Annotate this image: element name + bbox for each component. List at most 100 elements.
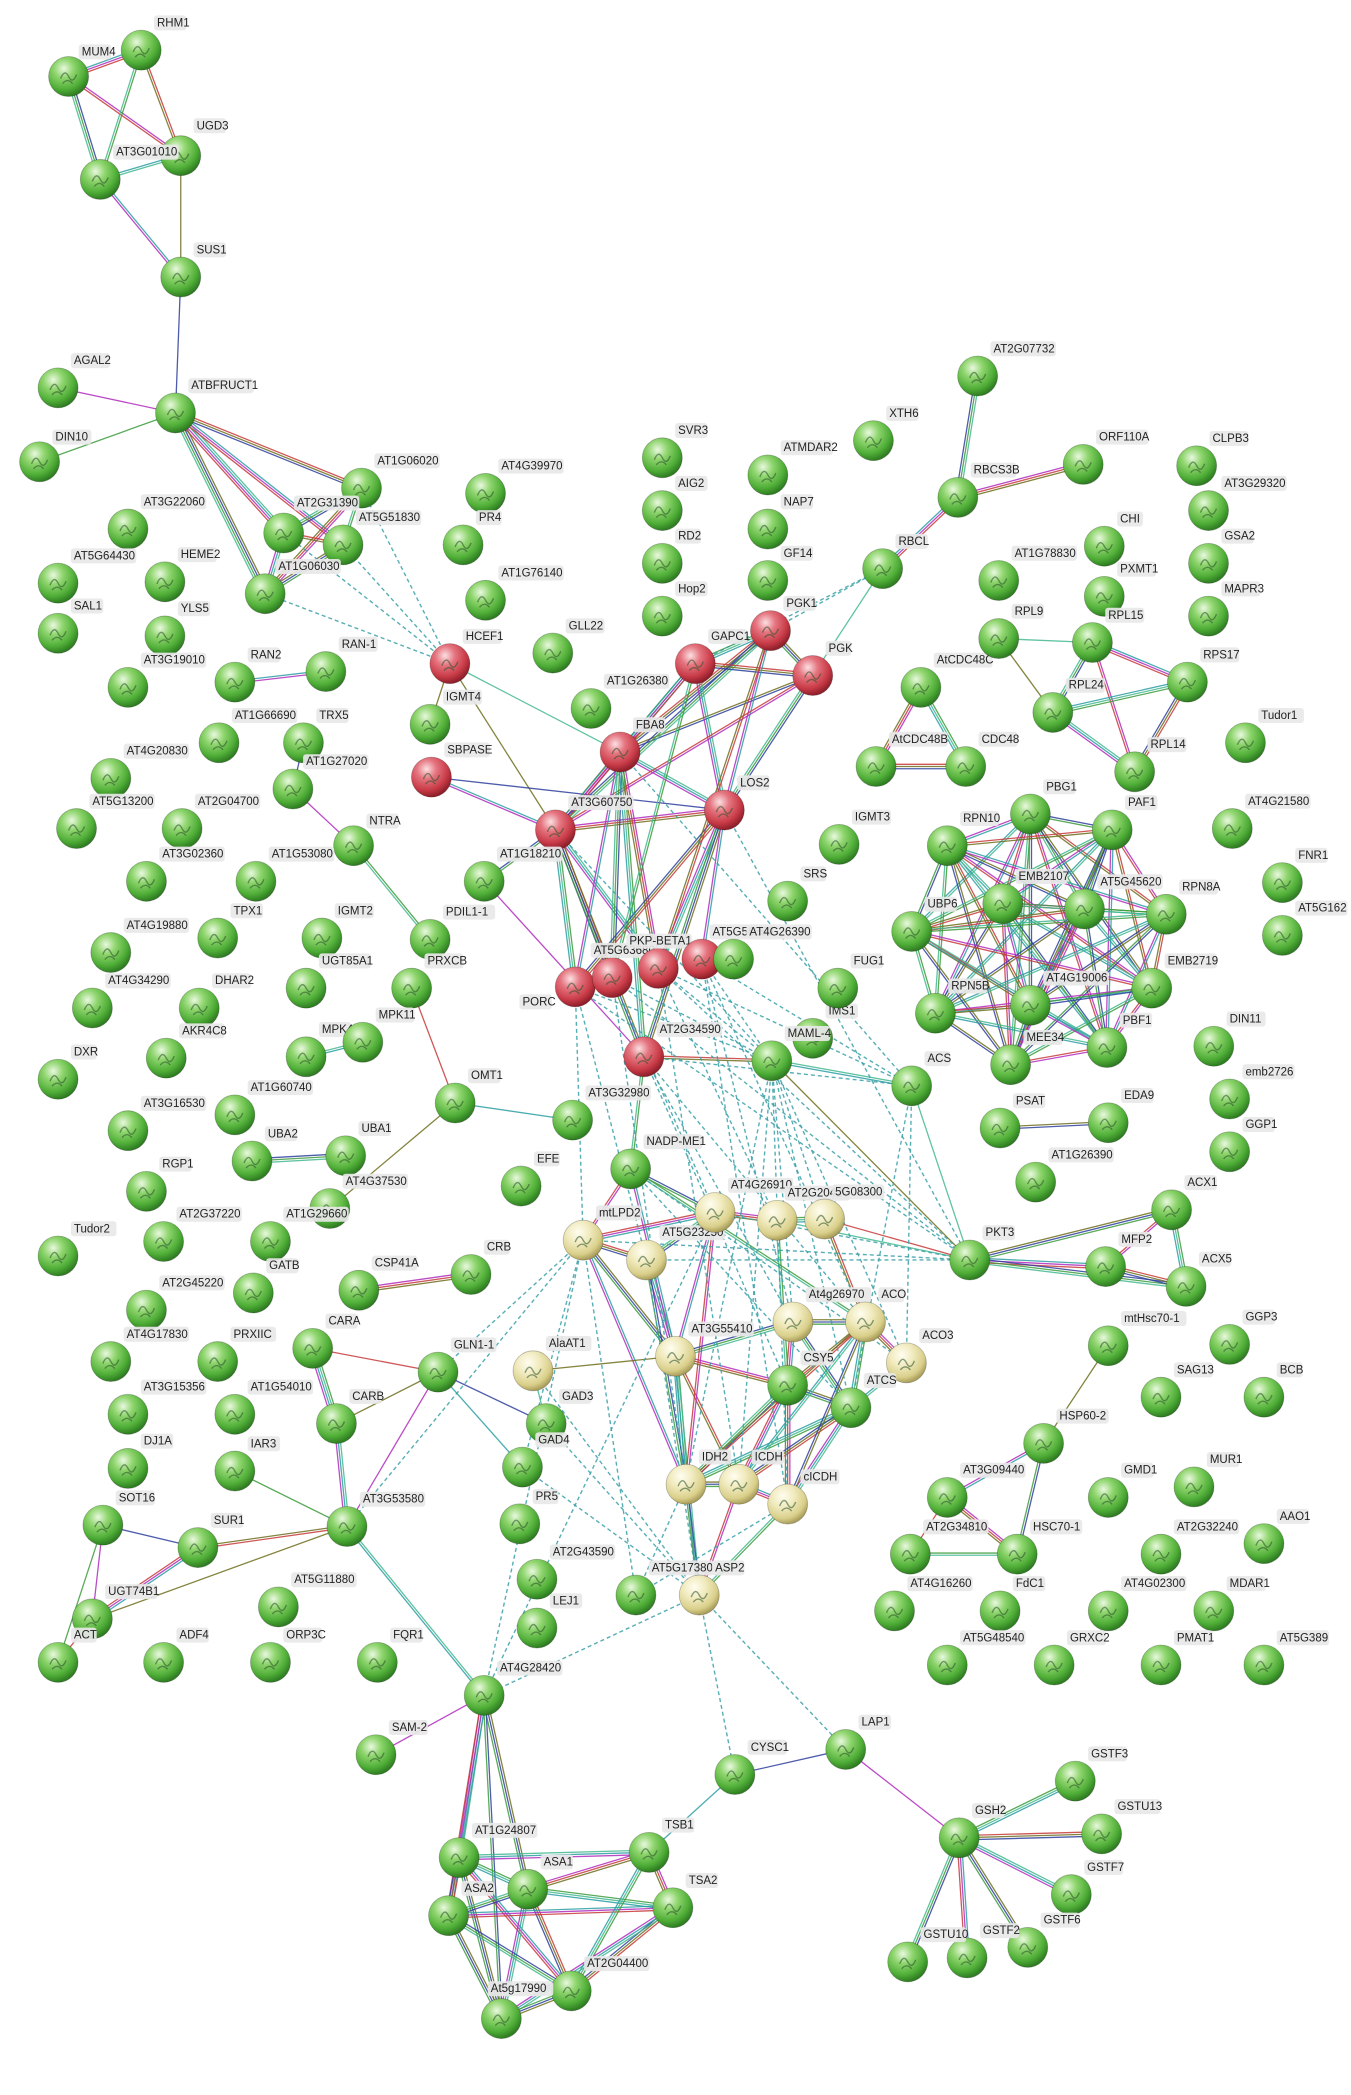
node-idh2[interactable]: IDH2 xyxy=(665,1449,732,1505)
node-at1g66690[interactable]: AT1G66690 xyxy=(198,708,298,764)
node-csy5[interactable]: CSY5 xyxy=(767,1350,834,1406)
node-at5g17990[interactable]: At5g17990 xyxy=(480,1981,554,2039)
node-ntra[interactable]: NTRA xyxy=(333,813,401,867)
node-gstu10[interactable]: GSTU10 xyxy=(887,1927,969,1983)
node-emb2726[interactable]: emb2726 xyxy=(1209,1064,1295,1120)
node-eda9[interactable]: EDA9 xyxy=(1087,1088,1154,1144)
node-at1g06030[interactable]: AT1G06030 xyxy=(244,558,341,615)
node-at1g26380[interactable]: AT1G26380 xyxy=(570,673,670,729)
node-at2g34810[interactable]: AT2G34810 xyxy=(889,1519,989,1575)
node-carb[interactable]: CARB xyxy=(316,1388,385,1444)
node-lap1[interactable]: LAP1 xyxy=(825,1714,891,1770)
node-gln11[interactable]: GLN1-1 xyxy=(417,1337,497,1393)
node-at3g16530[interactable]: AT3G16530 xyxy=(107,1095,207,1152)
node-at5g48540[interactable]: AT5G48540 xyxy=(926,1630,1026,1686)
node-fug1[interactable]: FUG1 xyxy=(817,953,885,1009)
node-gstf3[interactable]: GSTF3 xyxy=(1054,1746,1128,1802)
node-at1g78830[interactable]: AT1G78830 xyxy=(978,545,1077,601)
node-asa1[interactable]: ASA1 xyxy=(507,1854,573,1910)
node-gstf6[interactable]: GSTF6 xyxy=(1007,1912,1081,1968)
node-gstf7[interactable]: GSTF7 xyxy=(1050,1859,1124,1915)
node-at2g04700[interactable]: AT2G04700 xyxy=(161,793,261,849)
node-at4g26970[interactable]: At4g26970 xyxy=(772,1287,872,1343)
node-mur1[interactable]: MUR1 xyxy=(1173,1452,1242,1508)
node-pr5[interactable]: PR5 xyxy=(499,1489,559,1545)
node-at3g01010[interactable]: AT3G01010 xyxy=(79,144,179,200)
node-mpk4[interactable]: MPK4 xyxy=(285,1022,354,1078)
node-at1g26390[interactable]: AT1G26390 xyxy=(1015,1147,1114,1203)
node-at2g45220[interactable]: AT2G45220 xyxy=(126,1275,225,1331)
node-svr3[interactable]: SVR3 xyxy=(641,423,708,479)
node-icdh[interactable]: ICDH xyxy=(718,1449,785,1505)
node-at1g53080[interactable]: AT1G53080 xyxy=(235,846,335,902)
node-acx5[interactable]: ACX5 xyxy=(1165,1251,1232,1307)
node-pr4[interactable]: PR4 xyxy=(442,510,502,566)
node-emb2107[interactable]: EMB2107 xyxy=(982,868,1069,925)
node-mum4[interactable]: MUM4 xyxy=(48,44,117,97)
node-grxc2[interactable]: GRXC2 xyxy=(1033,1630,1110,1686)
node-rpl14[interactable]: RPL14 xyxy=(1114,737,1187,793)
node-at1g27020[interactable]: AT1G27020 xyxy=(272,754,369,810)
node-pmat1[interactable]: PMAT1 xyxy=(1140,1630,1214,1686)
node-lej1[interactable]: LEJ1 xyxy=(516,1593,583,1649)
node-at5g11880[interactable]: AT5G11880 xyxy=(257,1572,357,1628)
node-agal2[interactable]: AGAL2 xyxy=(37,353,111,409)
node-atcs[interactable]: ATCS xyxy=(830,1372,897,1429)
node-ggp1[interactable]: GGP1 xyxy=(1209,1117,1278,1173)
node-at5g64430[interactable]: AT5G64430 xyxy=(37,548,137,604)
node-ran2[interactable]: RAN2 xyxy=(214,647,282,703)
node-rps17[interactable]: RPS17 xyxy=(1167,647,1240,703)
node-omt1[interactable]: OMT1 xyxy=(434,1068,503,1124)
node-sur1[interactable]: SUR1 xyxy=(177,1512,245,1568)
node-acs[interactable]: ACS xyxy=(891,1051,952,1107)
node-at2g32240[interactable]: AT2G32240 xyxy=(1140,1519,1240,1575)
node-at2g43590[interactable]: AT2G43590 xyxy=(516,1544,616,1600)
node-at3g32980[interactable]: AT3G32980 xyxy=(552,1085,651,1141)
node-at4g26910[interactable]: AT4G26910 xyxy=(694,1177,794,1233)
node-cara[interactable]: CARA xyxy=(292,1313,361,1369)
node-at3g09440[interactable]: AT3G09440 xyxy=(926,1462,1026,1518)
node-dj1a[interactable]: DJ1A xyxy=(107,1433,174,1489)
node-gstu13[interactable]: GSTU13 xyxy=(1081,1799,1163,1855)
node-pdil11[interactable]: PDIL1-1 xyxy=(409,904,496,960)
node-psat[interactable]: PSAT xyxy=(979,1093,1046,1149)
node-gll22[interactable]: GLL22 xyxy=(532,618,605,674)
node-at2g31390[interactable]: AT2G31390 xyxy=(263,495,360,554)
node-at3g60750[interactable]: AT3G60750 xyxy=(535,795,634,851)
node-adf4[interactable]: ADF4 xyxy=(143,1627,210,1683)
node-srs[interactable]: SRS xyxy=(767,866,828,922)
node-fba8[interactable]: FBA8 xyxy=(599,717,666,773)
node-gapc1[interactable]: GAPC1 xyxy=(674,628,750,685)
node-at4g17830[interactable]: AT4G17830 xyxy=(90,1326,190,1382)
node-din11[interactable]: DIN11 xyxy=(1193,1011,1266,1067)
node-at1g18210[interactable]: AT1G18210 xyxy=(463,846,563,902)
node-dxr[interactable]: DXR xyxy=(37,1044,98,1100)
node-rhm1[interactable]: RHM1 xyxy=(120,15,190,71)
node-din10[interactable]: DIN10 xyxy=(19,429,92,483)
node-at5g51830[interactable]: AT5G51830 xyxy=(322,510,422,566)
node-tsb1[interactable]: TSB1 xyxy=(628,1817,695,1873)
node-trx5[interactable]: TRX5 xyxy=(283,708,349,764)
node-pkpbeta1[interactable]: PKP-BETA1 xyxy=(626,933,692,989)
node-at2g37220[interactable]: AT2G37220 xyxy=(143,1206,242,1262)
node-act[interactable]: ACT xyxy=(37,1627,97,1683)
node-gatb[interactable]: GATB xyxy=(232,1258,300,1314)
node-at4g39970[interactable]: AT4G39970 xyxy=(465,458,564,514)
node-at2g34590[interactable]: AT2G34590 xyxy=(623,1022,723,1078)
node-nap7[interactable]: NAP7 xyxy=(747,494,814,550)
node-at4g28420[interactable]: AT4G28420 xyxy=(463,1660,563,1716)
node-xth6[interactable]: XTH6 xyxy=(853,405,919,462)
node-gf14[interactable]: GF14 xyxy=(747,545,814,601)
node-hsc701[interactable]: HSC70-1 xyxy=(996,1519,1083,1575)
node-pgk[interactable]: PGK xyxy=(792,640,853,696)
node-acx1[interactable]: ACX1 xyxy=(1151,1175,1218,1231)
node-sot16[interactable]: SOT16 xyxy=(82,1490,155,1546)
node-fqr1[interactable]: FQR1 xyxy=(356,1627,424,1683)
node-bcb[interactable]: BCB xyxy=(1243,1362,1304,1418)
node-uba2[interactable]: UBA2 xyxy=(231,1126,298,1182)
node-alaat1[interactable]: AlaAT1 xyxy=(512,1336,592,1392)
node-rpn8a[interactable]: RPN8A xyxy=(1145,879,1221,935)
node-at4g19006[interactable]: AT4G19006 xyxy=(1010,970,1109,1026)
node-chi[interactable]: CHI xyxy=(1083,511,1143,567)
node-csp41a[interactable]: CSP41A xyxy=(338,1255,419,1311)
